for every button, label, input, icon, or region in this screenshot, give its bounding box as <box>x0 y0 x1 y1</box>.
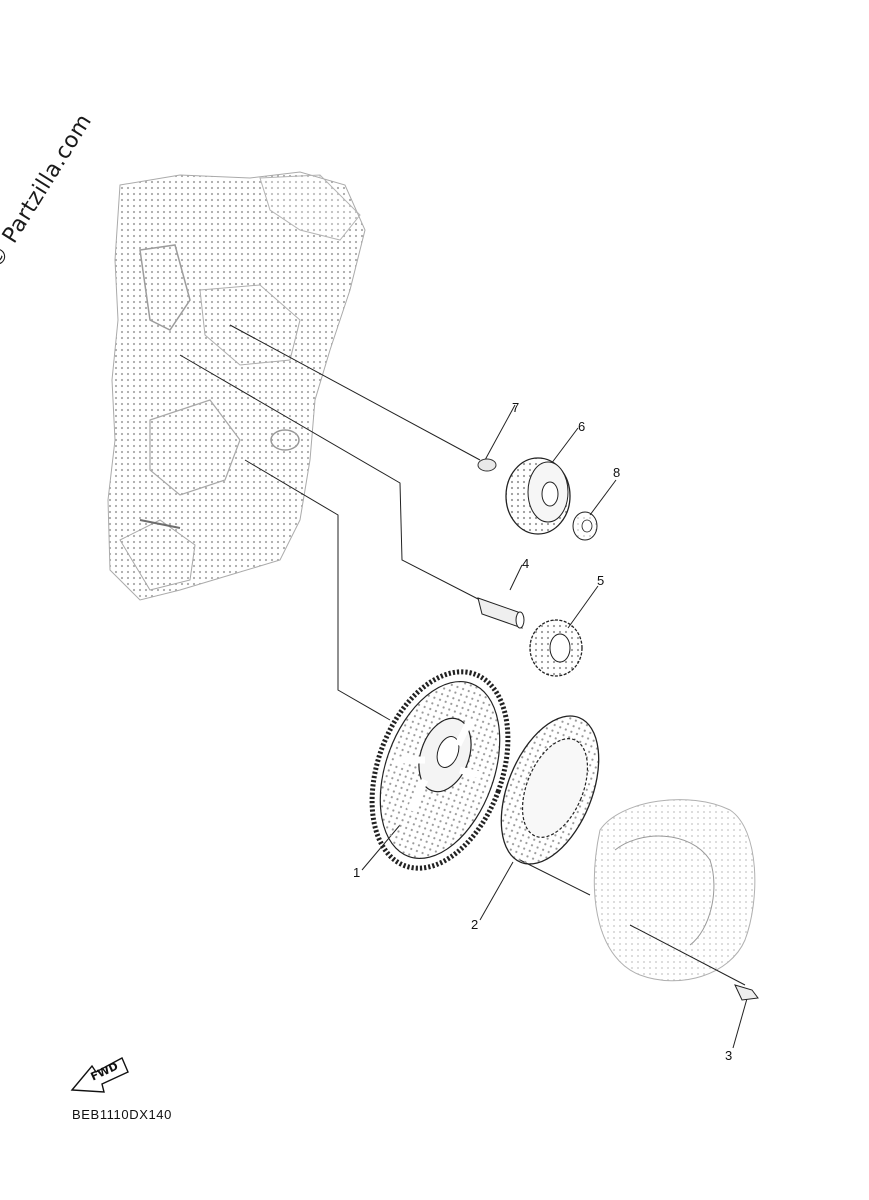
part-3-bolt[interactable] <box>734 984 759 1001</box>
part-6-idler-gear[interactable] <box>505 457 571 535</box>
part-5-small-gear[interactable] <box>529 619 583 677</box>
callout-8[interactable]: 8 <box>613 465 621 480</box>
part-2-one-way-clutch[interactable] <box>482 702 618 878</box>
diagram-code: BEB1110DX140 <box>72 1107 172 1122</box>
callout-5[interactable]: 5 <box>597 573 605 588</box>
fwd-arrow-icon <box>70 1057 129 1093</box>
leader-lines <box>179 324 749 1049</box>
engine-case-ghost <box>107 171 366 601</box>
callout-7[interactable]: 7 <box>512 400 520 415</box>
part-8-clip[interactable] <box>572 511 598 541</box>
callout-1[interactable]: 1 <box>353 865 361 880</box>
callout-6[interactable]: 6 <box>578 419 586 434</box>
callout-4[interactable]: 4 <box>522 556 530 571</box>
part-7-pin[interactable] <box>477 458 497 472</box>
part-1-starter-gear[interactable] <box>347 653 533 887</box>
callout-2[interactable]: 2 <box>471 917 479 932</box>
rotor-ghost <box>593 799 756 982</box>
callout-3[interactable]: 3 <box>725 1048 733 1063</box>
part-4-shaft[interactable] <box>477 597 525 629</box>
